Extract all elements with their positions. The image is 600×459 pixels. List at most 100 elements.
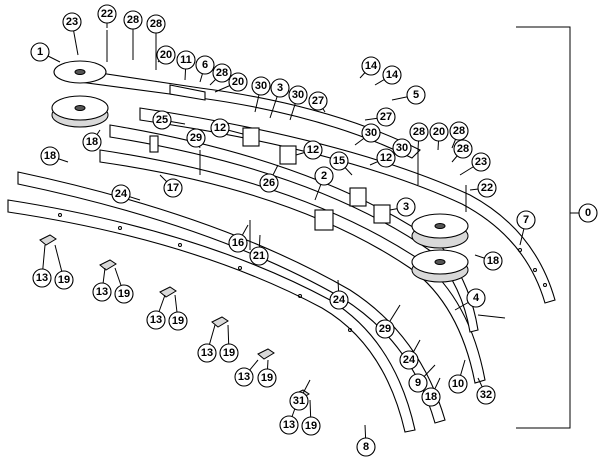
callout-text: 17 xyxy=(167,182,179,194)
callout-c7: 7 xyxy=(516,210,536,230)
callout-text: 28 xyxy=(413,126,425,138)
callout-c23a: 23 xyxy=(62,12,82,32)
callout-circle xyxy=(409,122,429,142)
callout-text: 20 xyxy=(232,76,244,88)
callout-circle xyxy=(476,385,496,405)
callout-c27a: 27 xyxy=(308,91,328,111)
deck-plates xyxy=(7,107,556,433)
callout-text: 32 xyxy=(480,389,492,401)
callout-text: 28 xyxy=(127,14,139,26)
callout-text: 12 xyxy=(307,144,319,156)
rub-blocks xyxy=(39,234,310,401)
callout-circle xyxy=(168,311,188,331)
callout-circle xyxy=(62,12,82,32)
callout-text: 14 xyxy=(365,60,378,72)
assembly-label: 0 xyxy=(585,207,591,219)
callout-c31: 31 xyxy=(289,391,309,411)
callout-c1: 1 xyxy=(30,42,50,62)
callout-text: 3 xyxy=(277,82,283,94)
callout-c9: 9 xyxy=(408,373,428,393)
callout-c30b: 30 xyxy=(288,85,308,105)
callout-c11: 11 xyxy=(176,50,196,70)
callout-text: 30 xyxy=(396,142,408,154)
callout-c19c: 19 xyxy=(168,311,188,331)
callout-text: 10 xyxy=(452,378,464,390)
callout-c16: 16 xyxy=(228,233,248,253)
callout-circle xyxy=(228,233,248,253)
callout-text: 14 xyxy=(386,69,399,81)
callout-c15: 15 xyxy=(329,151,349,171)
callout-circle xyxy=(163,178,183,198)
callout-circle xyxy=(471,152,491,172)
callout-c4: 4 xyxy=(466,288,486,308)
callout-text: 2 xyxy=(321,170,327,182)
callout-c14a: 14 xyxy=(361,56,381,76)
callout-c3b: 3 xyxy=(396,197,416,217)
callout-text: 7 xyxy=(523,214,529,226)
callout-c18a: 18 xyxy=(82,132,102,152)
callout-c18d: 18 xyxy=(421,387,441,407)
callout-circle xyxy=(111,184,131,204)
callout-text: 13 xyxy=(201,347,213,359)
callout-c6: 6 xyxy=(195,55,215,75)
callout-text: 28 xyxy=(150,18,162,30)
callout-c26: 26 xyxy=(259,173,279,193)
callout-circle xyxy=(408,373,428,393)
callout-text: 25 xyxy=(156,114,168,126)
callout-c28e: 28 xyxy=(449,121,469,141)
callout-text: 31 xyxy=(293,395,305,407)
callout-c32: 32 xyxy=(476,385,496,405)
callout-circle xyxy=(146,14,166,34)
callout-text: 28 xyxy=(457,143,469,155)
callout-c20a: 20 xyxy=(156,45,176,65)
callout-text: 16 xyxy=(232,237,244,249)
plate-32 xyxy=(99,149,486,384)
callout-circle xyxy=(356,437,376,457)
bushings xyxy=(149,127,391,231)
callout-c21: 21 xyxy=(249,246,269,266)
callout-circle xyxy=(219,343,239,363)
callout-text: 24 xyxy=(115,188,128,200)
callout-c8: 8 xyxy=(356,437,376,457)
callout-circle xyxy=(376,107,396,127)
callout-circle xyxy=(399,350,419,370)
callout-text: 24 xyxy=(403,354,416,366)
callout-circle xyxy=(421,387,441,407)
callout-c19e: 19 xyxy=(257,368,277,388)
callout-text: 12 xyxy=(214,122,226,134)
callout-circle xyxy=(92,282,112,302)
callout-c12b: 12 xyxy=(376,148,396,168)
callout-c10: 10 xyxy=(448,374,468,394)
callout-text: 19 xyxy=(223,347,235,359)
callout-text: 18 xyxy=(425,391,437,403)
callout-circle xyxy=(289,391,309,411)
plate-8 xyxy=(7,199,416,433)
callout-c28d: 28 xyxy=(409,122,429,142)
callout-circle xyxy=(375,319,395,339)
callout-circle xyxy=(270,78,290,98)
callout-circle xyxy=(376,148,396,168)
callout-text: 12 xyxy=(380,152,392,164)
callout-c18c: 18 xyxy=(483,251,503,271)
callout-circle xyxy=(301,416,321,436)
callout-circle xyxy=(249,246,269,266)
assembly-callout: 0 xyxy=(578,203,598,223)
callout-circle xyxy=(361,56,381,76)
callout-text: 30 xyxy=(365,127,377,139)
callout-text: 13 xyxy=(36,272,48,284)
callout-text: 13 xyxy=(150,314,162,326)
callout-circle xyxy=(251,76,271,96)
callout-circle xyxy=(406,85,426,105)
callout-text: 6 xyxy=(202,59,208,71)
callout-c12c: 12 xyxy=(303,140,323,160)
callout-c12a: 12 xyxy=(210,118,230,138)
pulley-right xyxy=(411,213,469,283)
callout-text: 5 xyxy=(413,89,419,101)
callout-circle xyxy=(308,91,328,111)
callout-c30d: 30 xyxy=(392,138,412,158)
callout-circle xyxy=(123,10,143,30)
callout-circle xyxy=(97,4,117,24)
callout-circle xyxy=(392,138,412,158)
callout-text: 15 xyxy=(333,155,345,167)
